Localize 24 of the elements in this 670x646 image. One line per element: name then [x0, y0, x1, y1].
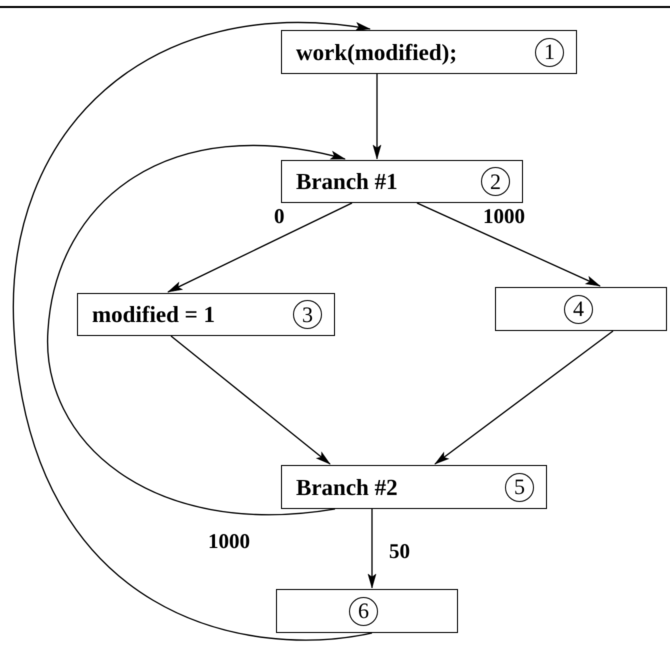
arrow	[168, 202, 352, 293]
node-text: work(modified);	[295, 40, 457, 64]
process-box	[281, 30, 577, 74]
arrow	[368, 509, 376, 588]
process-box	[495, 287, 667, 331]
process-box	[77, 293, 335, 336]
process-box	[276, 589, 458, 633]
step-number: 5	[505, 472, 534, 502]
step-number: 3	[293, 300, 322, 329]
process-box	[281, 160, 523, 203]
node-text: Branch #2	[295, 476, 398, 498]
arrow	[434, 330, 614, 465]
arrow	[170, 336, 330, 464]
node-text: Branch #1	[295, 170, 398, 193]
step-number: 4	[564, 294, 593, 324]
node-text: modified = 1	[91, 303, 215, 326]
step-number: 2	[481, 167, 510, 196]
arrow	[47, 145, 346, 515]
step-number: 1	[535, 38, 564, 66]
arrow	[372, 74, 382, 160]
process-box	[281, 465, 547, 509]
arrow	[13, 22, 372, 641]
arrow	[416, 202, 600, 287]
step-number: 6	[349, 596, 378, 626]
